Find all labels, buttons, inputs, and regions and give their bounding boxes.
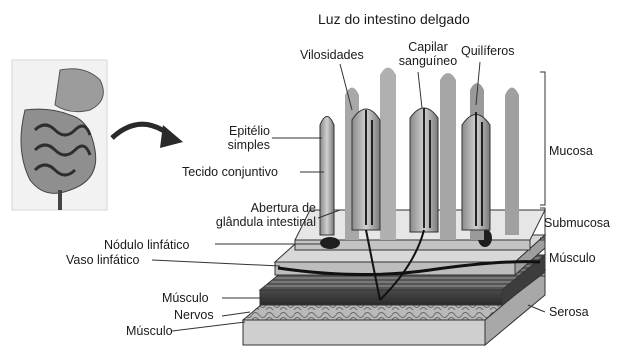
label-vilosidades: Vilosidades <box>300 48 364 62</box>
layer-mucosa: Mucosa <box>549 144 593 158</box>
label-abertura-line1: Abertura de <box>180 201 316 215</box>
label-epitelio: Epitélio simples <box>210 124 270 152</box>
curved-arrow-icon <box>112 124 183 148</box>
label-epitelio-line1: Epitélio <box>210 124 270 138</box>
diagram-title: Luz do intestino delgado <box>318 12 470 26</box>
label-nervos: Nervos <box>174 308 214 322</box>
label-capilar: Capilar sanguíneo <box>392 40 464 68</box>
label-vaso-linfatico: Vaso linfático <box>66 253 139 267</box>
layer-musculo: Músculo <box>549 251 596 265</box>
label-musculo-lower: Músculo <box>126 324 173 338</box>
label-capilar-line2: sanguíneo <box>392 54 464 68</box>
layer-serosa: Serosa <box>549 305 589 319</box>
label-tecido-conjuntivo: Tecido conjuntivo <box>182 165 278 179</box>
label-musculo-upper: Músculo <box>162 291 209 305</box>
label-abertura: Abertura de glândula intestinal <box>180 201 316 229</box>
label-abertura-line2: glândula intestinal <box>180 215 316 229</box>
digestive-tract-icon <box>12 60 107 210</box>
label-quiliferos: Quilíferos <box>461 44 515 58</box>
label-epitelio-line2: simples <box>210 138 270 152</box>
label-capilar-line1: Capilar <box>392 40 464 54</box>
label-nodulo-linfatico: Nódulo linfático <box>104 238 189 252</box>
layer-submucosa: Submucosa <box>544 216 610 230</box>
